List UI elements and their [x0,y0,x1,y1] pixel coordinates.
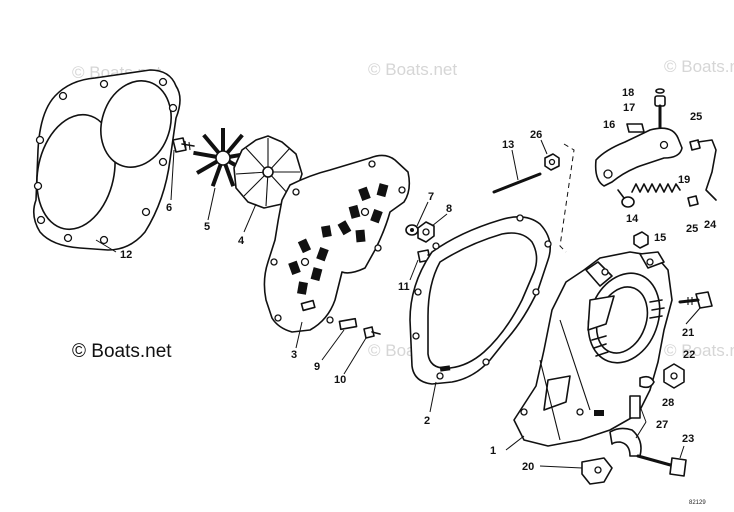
rod-13 [492,149,542,194]
screw-21 [678,291,713,325]
svg-text:© Boats.net: © Boats.net [664,341,734,360]
label-28: 28 [662,397,674,409]
label-19: 19 [678,174,690,186]
bracket-20 [539,457,613,485]
label-9: 9 [314,361,320,373]
valve-4 [233,135,303,233]
nut-22 [663,363,685,389]
part-labels: 12 6 5 4 3 9 10 7 8 11 2 13 26 18 17 16 … [120,87,717,473]
label-21: 21 [682,327,694,339]
pin-9 [321,317,358,361]
plug-28 [639,375,655,389]
label-2: 2 [424,415,430,427]
spring-19 [631,183,681,193]
label-15: 15 [654,232,666,244]
label-22: 22 [683,349,695,361]
screw-6 [170,137,195,201]
label-3: 3 [291,349,297,361]
label-20: 20 [522,461,534,473]
clip-25b [687,195,699,207]
label-12: 12 [120,249,132,261]
nut-15 [633,231,649,249]
label-16: 16 [603,119,615,131]
diagram-code: 82129 [689,500,706,506]
label-8: 8 [446,203,452,215]
label-6: 6 [166,202,172,214]
label-18: 18 [622,87,634,99]
label-25b: 25 [686,223,698,235]
alignment-guide [559,143,575,253]
label-25a: 25 [690,111,702,123]
copyright-notice: © Boats.net [72,341,172,362]
label-27: 27 [656,419,668,431]
label-14: 14 [626,213,639,225]
label-24: 24 [704,219,717,231]
label-1: 1 [490,445,496,457]
label-10: 10 [334,374,346,386]
label-11: 11 [398,281,410,293]
screw-23 [636,445,687,477]
clip-18 [655,88,665,94]
lever-16 [594,104,683,187]
nut-26 [540,139,560,171]
link-24 [697,139,717,201]
screw-10 [343,326,381,375]
label-4: 4 [238,235,245,247]
gasket-12 [32,69,181,253]
valve-5 [193,128,253,221]
label-17: 17 [623,102,635,114]
nut-8 [417,213,448,243]
label-13: 13 [502,139,514,151]
svg-text:© Boats.net: © Boats.net [664,57,734,76]
label-26: 26 [530,129,542,141]
plate-3 [263,154,411,349]
label-7: 7 [428,191,434,203]
gasket-2 [409,214,552,413]
svg-text:© Boats.net: © Boats.net [368,60,457,79]
label-5: 5 [204,221,210,233]
screw-14 [617,189,635,208]
label-23: 23 [682,433,694,445]
hose-27 [609,395,647,457]
